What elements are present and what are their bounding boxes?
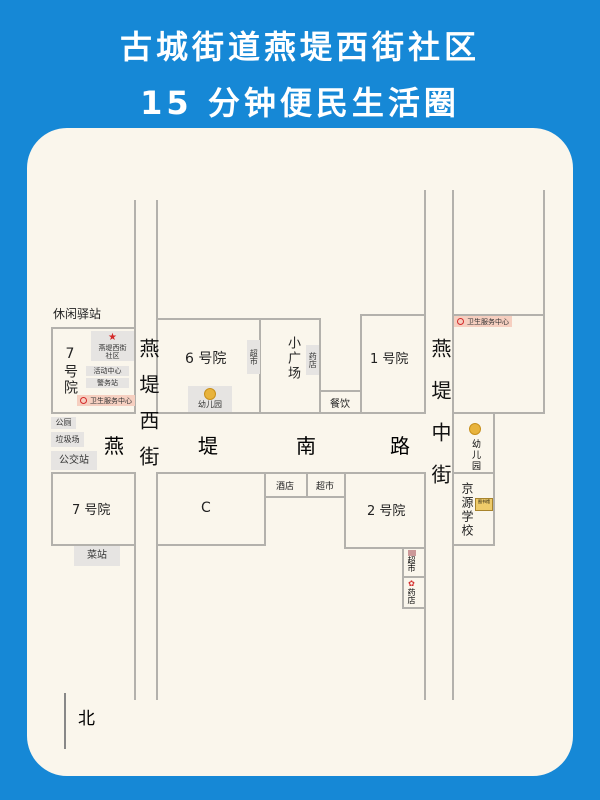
road-line — [452, 545, 454, 700]
road-line — [156, 200, 158, 320]
road-line — [134, 200, 136, 330]
police-station[interactable]: 警务站 — [86, 378, 129, 388]
health-icon — [457, 318, 464, 325]
block-square — [259, 318, 321, 414]
toilet[interactable]: 公厕 — [51, 417, 76, 429]
south-road-char: 路 — [390, 434, 410, 458]
road-line — [452, 190, 454, 316]
health-center-label: 卫生服务中心 — [467, 317, 509, 326]
pharmacy-icon: ✿ — [408, 579, 415, 588]
road-line — [156, 545, 158, 700]
yard1-label: 1 号院 — [370, 352, 409, 367]
health-center-right[interactable]: 卫生服务中心 — [454, 316, 512, 327]
kindergarten-label: 幼儿园 — [198, 400, 222, 410]
south-road-char: 堤 — [198, 434, 218, 458]
title-line-1: 古城街道燕堤西街社区 — [119, 28, 480, 66]
health-icon — [80, 397, 87, 404]
title-line-2: 15 分钟便民生活圈 — [140, 84, 460, 122]
south-road-char: 南 — [296, 434, 316, 458]
shop-icon — [407, 550, 416, 556]
road-west-label: 燕堤西街 — [136, 338, 160, 482]
kindergarten-icon — [204, 388, 216, 401]
block-c-label: C — [201, 500, 211, 516]
north-label: 北 — [78, 709, 95, 729]
map-card — [27, 128, 573, 776]
road-middle-label: 燕堤中街 — [428, 338, 452, 506]
road-line — [424, 190, 426, 316]
block-yard2 — [344, 472, 426, 549]
kindergarten-right[interactable]: 幼儿园 — [468, 420, 482, 472]
block-c — [156, 472, 266, 546]
kindergarten-icon — [469, 423, 481, 435]
supermarket-small[interactable]: 超市 — [406, 550, 417, 572]
road-line — [424, 608, 426, 700]
activity-center[interactable]: 活动中心 — [86, 366, 129, 376]
health-center-label: 卫生服务中心 — [90, 396, 132, 405]
pharmacy-small[interactable]: ✿ 药店 — [406, 579, 417, 604]
hotel-label: 酒店 — [276, 482, 295, 492]
block-pharmacy-small — [402, 576, 426, 609]
kindergarten-label: 幼儿园 — [470, 439, 480, 472]
community-office[interactable]: ★ 燕堤西街社区 — [91, 331, 134, 361]
block-right-top — [452, 314, 545, 414]
yard2-label: 2 号院 — [367, 504, 406, 519]
square-label: 小广场 — [285, 336, 300, 381]
block-yard7-top — [51, 327, 136, 414]
kindergarten-yard6[interactable]: 幼儿园 — [188, 386, 232, 412]
library-icon: 图书馆 — [475, 498, 493, 511]
block-yard7-bottom — [51, 472, 136, 546]
pharmacy-square[interactable]: 药店 — [306, 345, 319, 375]
block-yard1 — [360, 314, 426, 414]
yard6-label: 6 号院 — [185, 351, 227, 367]
health-center-left[interactable]: 卫生服务中心 — [77, 395, 135, 406]
garbage-station[interactable]: 垃圾场 — [51, 432, 84, 447]
supermarket-label: 超市 — [316, 482, 335, 492]
road-line — [543, 190, 545, 316]
supermarket-yard6[interactable]: 超市 — [247, 340, 260, 374]
block-school — [452, 472, 495, 546]
dining-label: 餐饮 — [330, 399, 350, 410]
road-line — [134, 545, 136, 700]
star-icon: ★ — [108, 331, 117, 343]
pharmacy-small-label: 药店 — [407, 588, 416, 604]
supermarket-small-label: 超市 — [407, 556, 416, 572]
south-road-char: 燕 — [104, 434, 124, 458]
bus-stop[interactable]: 公交站 — [51, 451, 97, 470]
yard7-top-label: 7号院 — [62, 346, 78, 396]
yard7-bottom-label: 7 号院 — [72, 503, 111, 518]
school-label: 京源学校 — [460, 482, 474, 538]
community-label: 燕堤西街社区 — [98, 343, 127, 360]
vegetable-station[interactable]: 菜站 — [74, 546, 120, 566]
rest-station-label: 休闲驿站 — [53, 307, 102, 321]
north-arrow-icon — [64, 693, 66, 749]
